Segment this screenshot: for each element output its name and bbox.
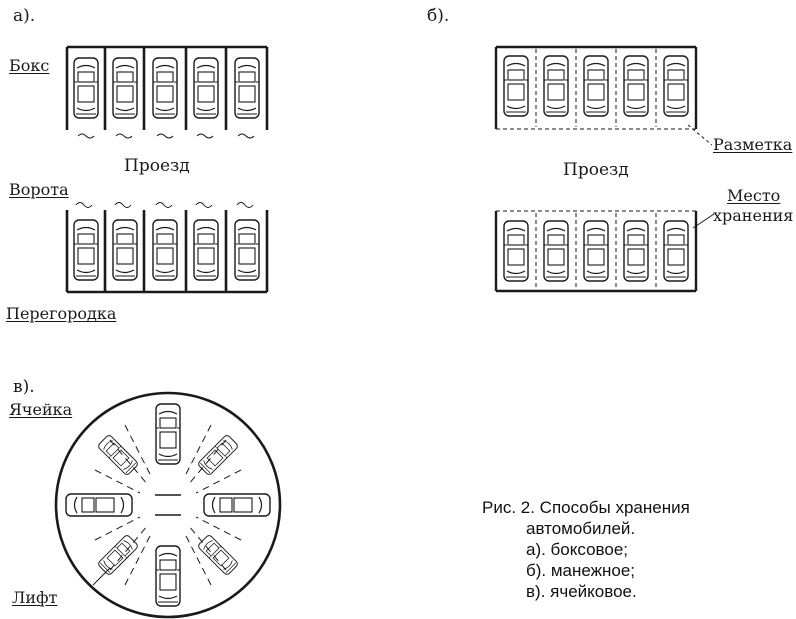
car-icon <box>583 220 609 282</box>
car-icon <box>152 219 178 281</box>
car-icon <box>663 55 689 117</box>
car-icon <box>155 545 181 607</box>
panel-a-boxes-bottom <box>65 202 269 294</box>
car-icon <box>193 57 219 119</box>
car-icon <box>193 219 219 281</box>
caption-line-4: б). манежное; <box>526 561 636 580</box>
box-label: Бокс <box>9 56 50 75</box>
car-icon <box>503 220 529 282</box>
panel-a-label: а). <box>13 6 36 26</box>
car-icon <box>543 220 569 282</box>
car-icon <box>152 57 178 119</box>
car-icon <box>234 219 260 281</box>
car-icon <box>543 55 569 117</box>
cell-label: Ячейка <box>9 400 73 419</box>
car-icon <box>503 55 529 117</box>
car-icon <box>234 57 260 119</box>
passage-label-b: Проезд <box>563 160 629 180</box>
car-icon <box>65 493 133 517</box>
car-icon <box>112 57 138 119</box>
car-icon <box>155 403 181 465</box>
marking-label: Разметка <box>713 135 793 154</box>
car-icon <box>623 220 649 282</box>
car-icon <box>623 55 649 117</box>
panel-b-spaces-bottom <box>494 210 715 293</box>
car-icon <box>663 220 689 282</box>
figure-caption: Рис. 2. Способы хранения автомобилей. а)… <box>482 497 690 602</box>
caption-line-1: Рис. 2. Способы хранения <box>482 498 690 517</box>
caption-line-2: автомобилей. <box>526 519 636 538</box>
lift-label: Лифт <box>12 588 58 607</box>
storage-place-label-line1: Место <box>727 186 781 205</box>
caption-line-3: а). боксовое; <box>526 540 628 559</box>
caption-line-5: в). ячейковое. <box>526 582 637 601</box>
panel-b-label: б). <box>427 6 450 26</box>
car-icon <box>583 55 609 117</box>
gate-label: Ворота <box>9 180 69 199</box>
car-icon <box>73 219 99 281</box>
panel-c-circle <box>54 391 282 619</box>
storage-place-label-line2: хранения <box>713 206 794 225</box>
car-icon <box>203 493 271 517</box>
panel-a-boxes-top <box>65 45 269 139</box>
car-icon <box>73 57 99 119</box>
partition-label: Перегородка <box>6 304 117 323</box>
panel-b-spaces-top <box>494 45 713 146</box>
car-icon <box>112 219 138 281</box>
panel-c-label: в). <box>13 377 35 397</box>
passage-label-a: Проезд <box>124 156 190 176</box>
